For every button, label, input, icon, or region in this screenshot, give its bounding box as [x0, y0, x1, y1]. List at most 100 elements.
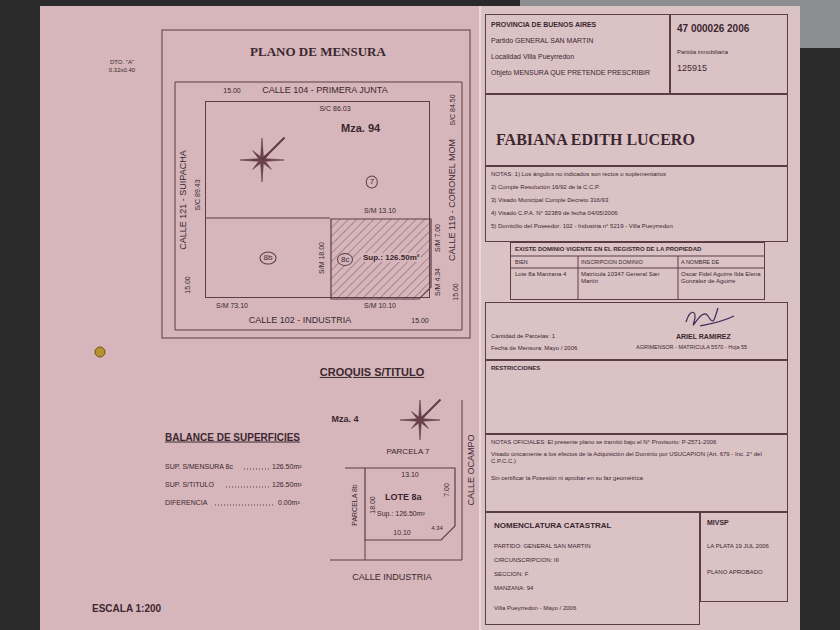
node-text: PARTIDO: GENERAL SAN MARTIN — [494, 543, 590, 550]
dimension: 7.00 — [443, 483, 451, 497]
parcel-number: 7 — [366, 176, 378, 189]
node-text: Oscar Fidel Aguirre Ilda Elena Gonzalez … — [681, 271, 763, 285]
dimension: 15.00 — [184, 276, 192, 294]
parcel-outline — [365, 468, 455, 540]
street-name: CALLE 102 - INDUSTRIA — [249, 316, 352, 326]
table-rule — [510, 256, 765, 257]
compass-star — [240, 138, 284, 182]
approval-stamp: MIVSP LA PLATA 19 JUL 2006PLANO APROBADO — [700, 512, 788, 602]
node-text: Mza. 94 — [341, 122, 380, 135]
block-name: Mza. 4 — [331, 415, 358, 425]
node-text: Lote 8a Manzana 4 — [515, 271, 575, 278]
dimension: 15.00 — [411, 317, 429, 325]
area-value: 0.00m² — [278, 499, 300, 507]
parcel-line — [205, 218, 330, 219]
dimension: S/M 10.10 — [364, 302, 396, 310]
north-arrow — [262, 137, 285, 160]
dimension: 13.10 — [401, 471, 419, 479]
node-text: RESTRICCIONES — [491, 365, 540, 372]
street-line — [462, 82, 463, 330]
dimension: 4.34 — [431, 525, 443, 532]
parcel-name: PARCELA 8b — [351, 484, 359, 526]
street-name: CALLE INDUSTRIA — [352, 573, 432, 583]
plan-lines — [162, 30, 765, 560]
street-line — [175, 82, 176, 330]
node-text: PROVINCIA DE BUENOS AIRES — [491, 21, 596, 29]
node-text: 47 000026 2006 — [677, 23, 749, 35]
street-line — [175, 82, 462, 83]
node-text: LA PLATA 19 JUL 2006 — [707, 543, 783, 550]
brass-fastener — [95, 347, 105, 357]
owner-cell: FABIANA EDITH LUCERO — [485, 94, 788, 166]
sheet-format: DTO. "A" — [110, 59, 134, 66]
node-text: FABIANA EDITH LUCERO — [496, 131, 695, 149]
paper-sheet — [40, 6, 800, 630]
table-rule — [578, 256, 579, 300]
dimension: 15.00 — [452, 283, 460, 301]
file-number-cell: 47 000026 2006Partida inmobiliaria125915 — [670, 14, 788, 94]
fold-line — [479, 6, 481, 630]
node-text: Partido GENERAL SAN MARTIN — [491, 37, 593, 45]
node-text: 4) Visado C.P.A. N° 32389 de fecha 04/05… — [491, 210, 618, 217]
scale-note: ESCALA 1:200 — [92, 603, 161, 614]
street-name: CALLE OCAMPO — [467, 434, 477, 505]
area-row-label: DIFERENCIA — [165, 499, 207, 507]
parcel-line — [345, 468, 365, 469]
street-name: CALLE 104 - PRIMERA JUNTA — [262, 86, 387, 96]
area-row-label: SUP. S/TITULO — [165, 481, 214, 489]
restrictions-cell: RESTRICCIONES — [485, 360, 788, 434]
dotted-leader — [244, 469, 269, 470]
official-notes-cell: NOTAS OFICIALES: El presente plano se tr… — [485, 434, 788, 512]
dimension: S/M 73.10 — [216, 302, 248, 310]
node-text: Villa Pueyrredon - Mayo / 2006 — [494, 605, 576, 612]
node-text: NOMENCLATURA CATASTRAL — [494, 521, 611, 530]
node-text: Sin certificar la Posesión ni aprobar en… — [491, 475, 781, 482]
node-text: MIVSP — [707, 519, 729, 527]
dimension: 10.10 — [393, 529, 411, 537]
compass-rose — [400, 399, 441, 440]
node-text: CIRCUNSCRIPCION: III — [494, 557, 559, 564]
section-heading: BALANCE DE SUPERFICIES — [165, 432, 300, 443]
dimension: 15.00 — [223, 87, 241, 95]
dimension: S/M 18.00 — [318, 242, 326, 274]
parcel-name: PARCELA 7 — [387, 448, 430, 457]
section-heading: CROQUIS S/TITULO — [320, 366, 425, 378]
node-text: 125915 — [677, 63, 707, 73]
node-text: MANZANA: 94 — [494, 585, 533, 592]
node-text: PLANO APROBADO — [707, 569, 763, 576]
node-text: EXISTE DOMINIO VIGENTE EN EL REGISTRO DE… — [515, 246, 701, 253]
dimension: S/C 89.43 — [194, 179, 202, 210]
node-text: NOTAS: 1) Los ángulos no indicados son r… — [491, 171, 666, 178]
street-name: CALLE 121 - SUIPACHA — [179, 150, 189, 249]
street-line — [175, 330, 462, 331]
node-text: Cantidad de Parcelas: 1 — [491, 333, 555, 340]
dotted-leader — [215, 505, 274, 506]
compass-rose — [240, 137, 285, 182]
cadastral-cell: NOMENCLATURA CATASTRAL PARTIDO: GENERAL S… — [485, 512, 700, 625]
node-text: Localidad Villa Pueyrredon — [491, 53, 574, 61]
node-text: ARIEL RAMIREZ — [676, 333, 731, 341]
title-cell: PROVINCIA DE BUENOS AIRES Partido GENERAL… — [485, 14, 670, 94]
dimension: S/M 13.10 — [364, 207, 396, 215]
dimension: S/M 4.34 — [434, 268, 442, 296]
table-rule — [510, 268, 765, 269]
node-text: NOTAS OFICIALES: El presente plano se tr… — [491, 439, 781, 446]
node-text: SECCION: F — [494, 571, 528, 578]
node-text: LOTE 8a — [385, 492, 422, 502]
node-text: Fecha de Mensura: Mayo / 2006 — [491, 345, 577, 352]
surveyor-cell: Cantidad de Parcelas: 1 Fecha de Mensura:… — [485, 302, 788, 360]
area-row-label: SUP. S/MENSURA 8c — [165, 463, 233, 471]
dimension: S/M 7.00 — [434, 224, 442, 252]
node-text: AGRIMENSOR - MATRICULA 5570 - Hoja 55 — [636, 344, 747, 350]
node-text: Sup.: 126.50m² — [361, 253, 421, 262]
parcel-number: 8b — [260, 252, 277, 265]
node-text: BIEN — [515, 259, 528, 265]
parcel-line — [365, 540, 366, 560]
dimension: S/C 86.03 — [319, 105, 350, 113]
street-name: CALLE 119 - CORONEL MOM — [448, 139, 458, 261]
node-text: Matrícula 10347 General San Martín — [581, 271, 676, 285]
node-text: 5) Domicilio del Poseedor: 102 - Industr… — [491, 223, 673, 230]
plan-frame — [162, 30, 470, 338]
area-value: 126.50m² — [272, 481, 302, 489]
